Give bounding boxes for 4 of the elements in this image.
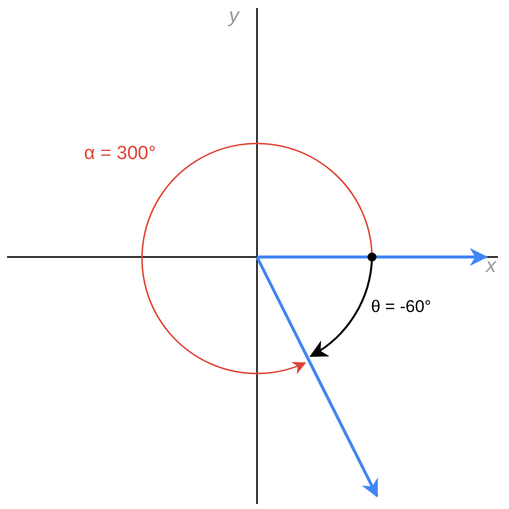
angle-label: θ = -60° bbox=[371, 298, 432, 315]
axis-label: y bbox=[229, 6, 239, 26]
axis-label: x bbox=[486, 256, 496, 276]
angle-label: α = 300° bbox=[84, 144, 156, 163]
